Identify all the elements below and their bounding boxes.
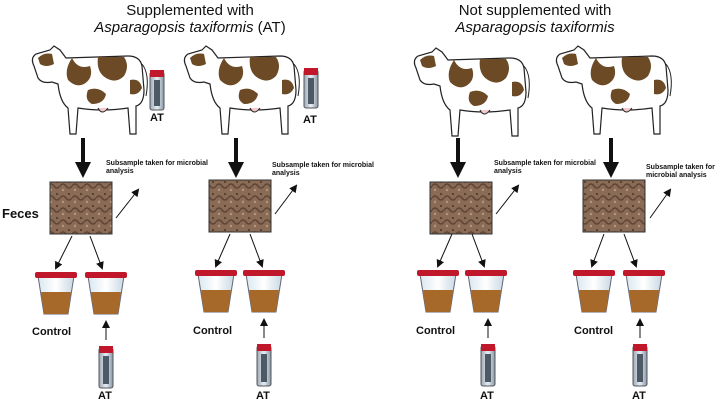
control-label-2: Control <box>193 325 233 337</box>
up-arrows <box>102 318 644 340</box>
title-not-supplemented: Not supplemented with Asparagopsis taxif… <box>395 2 675 36</box>
cow-4 <box>555 45 672 135</box>
subsample-note-4: Subsample taken for microbial analysis <box>646 164 715 179</box>
subsample-arrows <box>115 184 672 219</box>
split-arrows <box>55 233 638 270</box>
cow-2 <box>183 45 300 135</box>
subsample-note-1: Subsample taken for microbial analysis <box>106 160 208 175</box>
title-supplemented-species: Asparagopsis taxiformis <box>94 19 254 36</box>
title-not-supplemented-species: Asparagopsis taxiformis <box>455 19 615 36</box>
cup-1 <box>35 272 77 315</box>
title-not-supplemented-line1: Not supplemented with <box>458 2 612 19</box>
at-label-bottom-2: AT <box>256 390 270 402</box>
at-label-bottom-4: AT <box>632 390 646 402</box>
cup-6 <box>465 270 507 313</box>
at-label-bottom-1: AT <box>98 390 112 402</box>
cow-3 <box>413 47 530 137</box>
subsample-note-3: Subsample taken for microbial analysis <box>494 160 596 175</box>
subsample-note-2: Subsample taken for microbial analysis <box>272 162 374 177</box>
title-supplemented-line1: Supplemented with <box>126 2 254 19</box>
at-vial-bottom-4 <box>632 344 648 387</box>
title-supplemented-line2: Asparagopsis taxiformis (AT) <box>60 19 320 36</box>
down-arrows <box>75 138 619 178</box>
title-supplemented: Supplemented with Asparagopsis taxiformi… <box>60 2 320 36</box>
cup-5 <box>417 270 459 313</box>
feces-sample-3 <box>429 181 493 235</box>
cups <box>35 270 665 315</box>
at-vial-bottom-3 <box>480 344 496 387</box>
cup-8 <box>623 270 665 313</box>
control-label-3: Control <box>416 325 456 337</box>
cup-2 <box>85 272 127 315</box>
cup-4 <box>243 270 285 313</box>
at-label-upper-1: AT <box>150 112 164 124</box>
title-supplemented-suffix: (AT) <box>253 19 286 36</box>
control-label-4: Control <box>574 325 614 337</box>
cup-3 <box>195 270 237 313</box>
control-label-1: Control <box>32 326 72 338</box>
feces-sample-1 <box>49 181 113 235</box>
cow-1 <box>31 45 148 135</box>
feces-sample-4 <box>582 179 646 233</box>
at-label-bottom-3: AT <box>480 390 494 402</box>
feces-label: Feces <box>2 206 39 221</box>
at-vial-bottom-2 <box>256 344 272 387</box>
cup-7 <box>573 270 615 313</box>
at-vial-upper-1 <box>149 70 165 111</box>
at-vial-upper-2 <box>303 68 319 109</box>
feces-sample-2 <box>208 179 272 233</box>
at-label-upper-2: AT <box>303 114 317 126</box>
at-vial-bottom-1 <box>98 346 114 389</box>
